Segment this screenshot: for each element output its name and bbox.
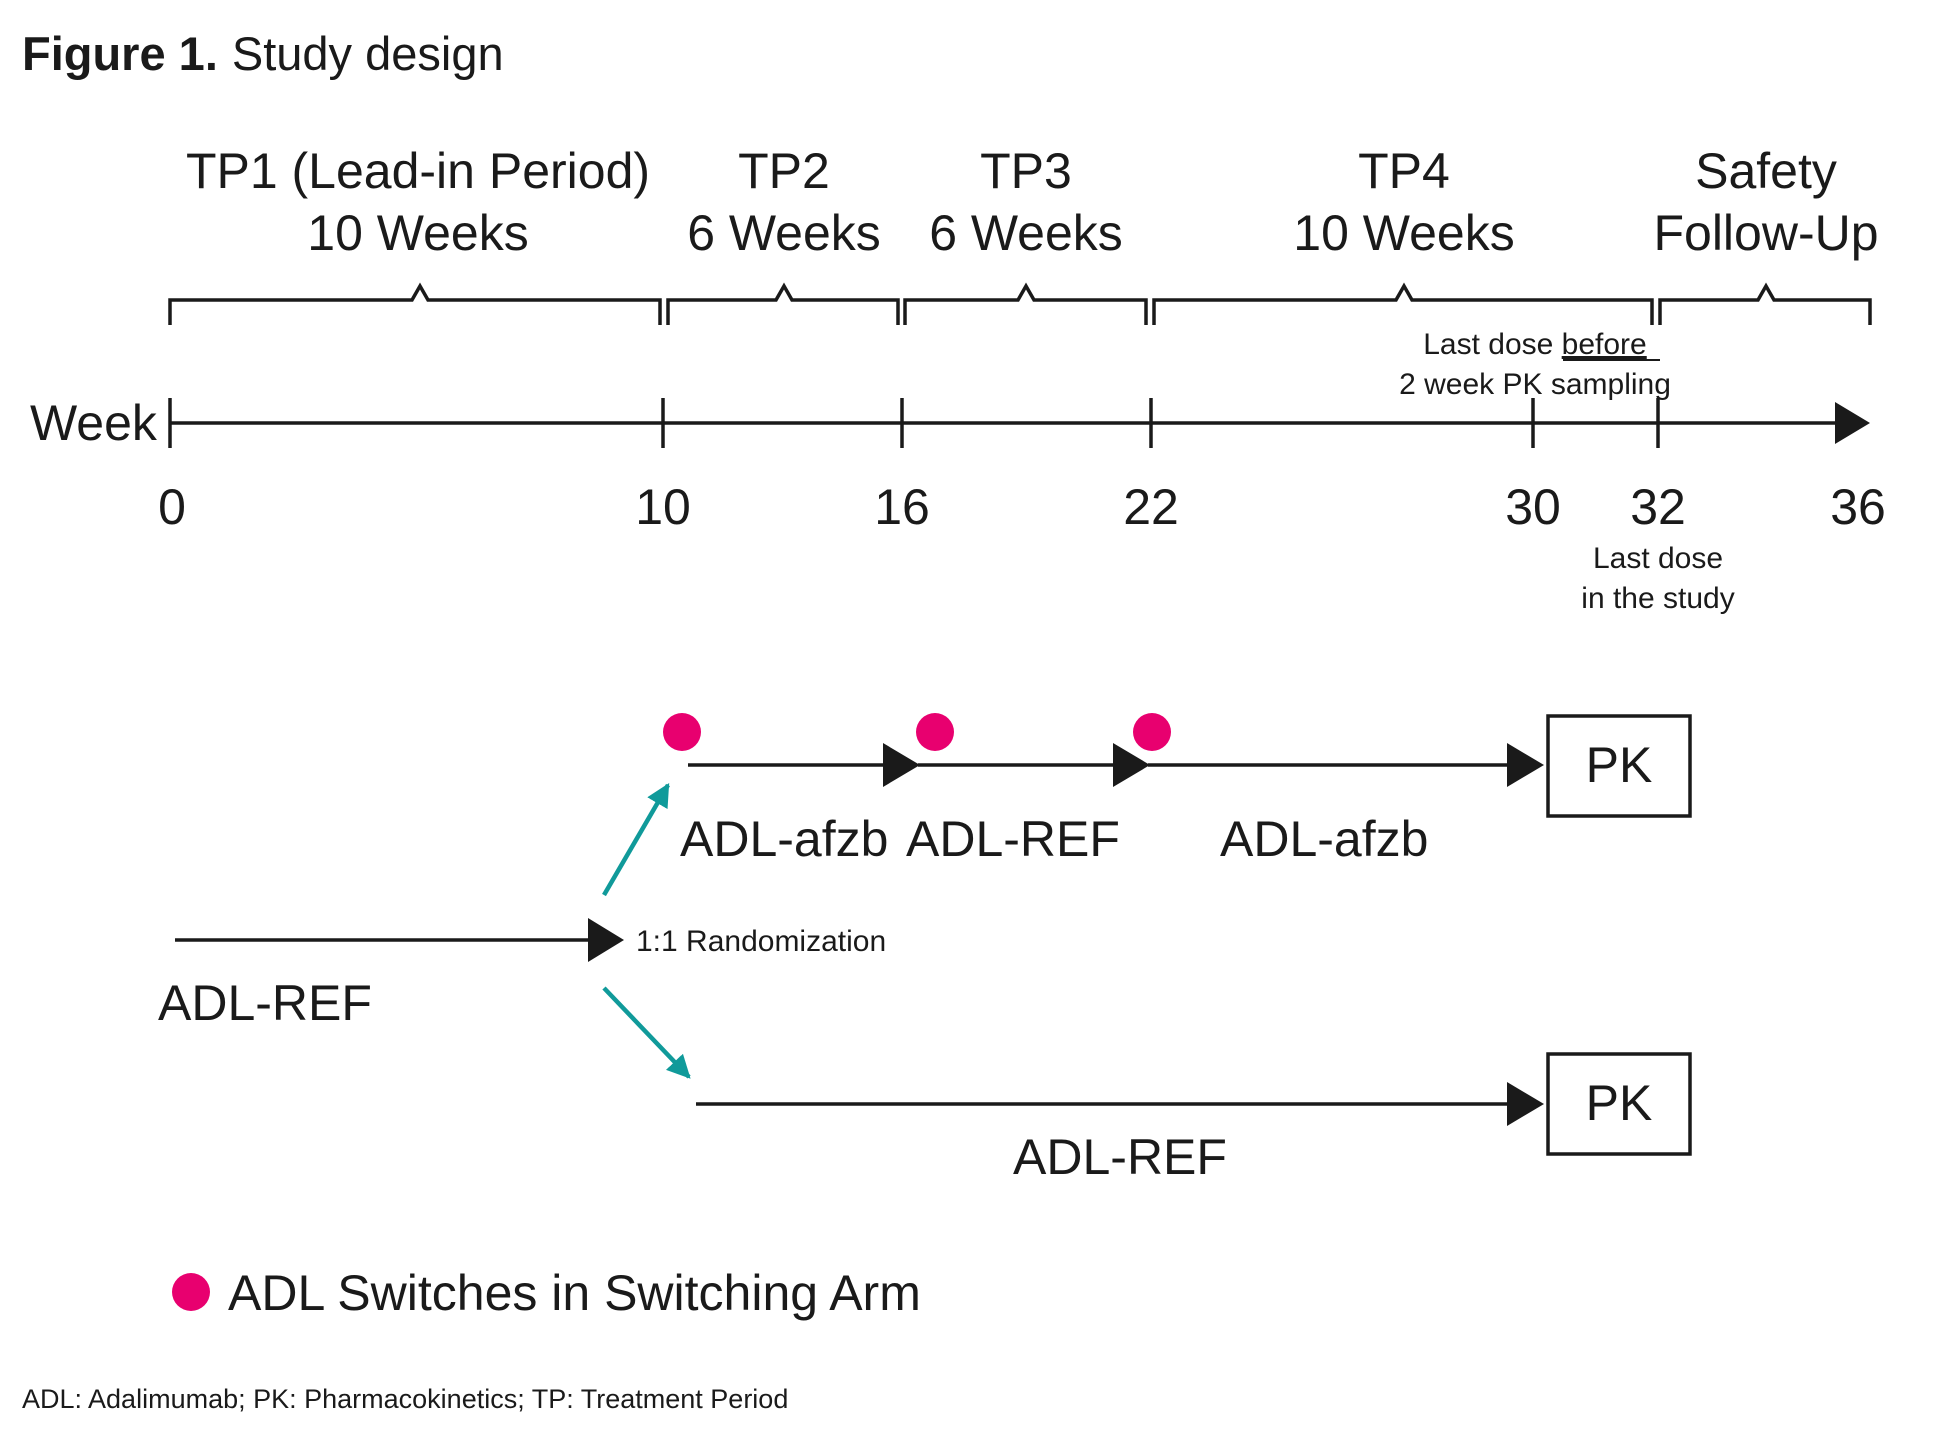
switch-arm-arrowhead-2 xyxy=(1113,743,1150,787)
period-tp3-duration: 6 Weeks xyxy=(929,205,1123,261)
tick-label-0: 0 xyxy=(158,479,186,535)
brace-followup xyxy=(1658,282,1872,325)
footnote: ADL: Adalimumab; PK: Pharmacokinetics; T… xyxy=(22,1384,788,1414)
timeline-arrowhead xyxy=(1835,402,1870,444)
leadin-arm: 1:1 Randomization ADL-REF xyxy=(158,782,886,1079)
study-last-dose-line1: Last dose xyxy=(1593,542,1723,575)
period-headings: TP1 (Lead-in Period) 10 Weeks TP2 6 Week… xyxy=(186,143,1879,261)
timeline-axis-label: Week xyxy=(30,395,158,451)
brace-tp4 xyxy=(1152,282,1654,325)
switch-segment-label-2: ADL-REF xyxy=(906,811,1120,867)
figure-title: Figure 1. Study design xyxy=(22,27,504,80)
timeline-ticks xyxy=(168,398,1660,448)
period-tp4-name: TP4 xyxy=(1358,143,1450,199)
tick-label-22: 22 xyxy=(1123,479,1179,535)
pk-last-dose-note: Last dose before xyxy=(1423,328,1647,361)
period-tp3-name: TP3 xyxy=(980,143,1072,199)
leadin-label: ADL-REF xyxy=(158,975,372,1031)
period-braces xyxy=(168,282,1872,325)
reference-arm: PK ADL-REF xyxy=(696,1052,1692,1185)
period-tp2-name: TP2 xyxy=(738,143,830,199)
period-tp4-duration: 10 Weeks xyxy=(1293,205,1514,261)
brace-tp3 xyxy=(903,282,1148,325)
figure-label: Figure 1. xyxy=(22,27,218,80)
switch-arm-arrowhead-3 xyxy=(1507,743,1544,787)
reference-arm-arrowhead xyxy=(1507,1082,1544,1126)
pk-box-reference xyxy=(1546,1052,1692,1156)
period-tp1-name: TP1 (Lead-in Period) xyxy=(186,143,650,199)
tick-label-36: 36 xyxy=(1830,479,1886,535)
period-followup-duration: Follow-Up xyxy=(1653,205,1878,261)
switch-segment-label-3: ADL-afzb xyxy=(1220,811,1428,867)
legend-switch-label: ADL Switches in Switching Arm xyxy=(228,1265,921,1321)
randomization-label: 1:1 Randomization xyxy=(636,925,886,958)
switch-dot-week10 xyxy=(663,713,701,751)
brace-tp1 xyxy=(168,282,662,325)
pk-box-switching xyxy=(1546,714,1692,818)
legend: ADL Switches in Switching Arm xyxy=(172,1265,921,1321)
tick-label-32: 32 xyxy=(1630,479,1686,535)
legend-switch-dot xyxy=(172,1273,210,1311)
period-tp2-duration: 6 Weeks xyxy=(687,205,881,261)
switch-arm-arrowhead-1 xyxy=(883,743,920,787)
pk-label-reference: PK xyxy=(1586,1075,1653,1131)
pk-label-switching: PK xyxy=(1586,737,1653,793)
pk-last-dose-prefix: Last dose xyxy=(1423,328,1561,361)
reference-arm-label: ADL-REF xyxy=(1013,1129,1227,1185)
randomization-arrow-up xyxy=(602,782,670,897)
period-followup-name: Safety xyxy=(1695,143,1837,199)
brace-tp2 xyxy=(666,282,900,325)
switch-segment-label-1: ADL-afzb xyxy=(680,811,888,867)
leadin-arrowhead xyxy=(588,918,624,962)
pk-last-dose-underlined: before xyxy=(1562,328,1647,361)
randomization-arrow-down xyxy=(602,986,691,1079)
switch-dot-week22 xyxy=(1133,713,1171,751)
study-last-dose-line2: in the study xyxy=(1581,582,1734,615)
switch-dot-week16 xyxy=(916,713,954,751)
tick-label-16: 16 xyxy=(874,479,930,535)
tick-label-10: 10 xyxy=(635,479,691,535)
week-timeline: Week 0 10 16 22 30 32 36 xyxy=(30,395,1886,535)
switching-arm: PK ADL-afzb ADL-REF ADL-afzb xyxy=(663,713,1692,867)
figure-title-text: Study design xyxy=(232,27,504,80)
tick-label-30: 30 xyxy=(1505,479,1561,535)
pk-sampling-note: 2 week PK sampling xyxy=(1399,368,1671,401)
period-tp1-duration: 10 Weeks xyxy=(307,205,528,261)
